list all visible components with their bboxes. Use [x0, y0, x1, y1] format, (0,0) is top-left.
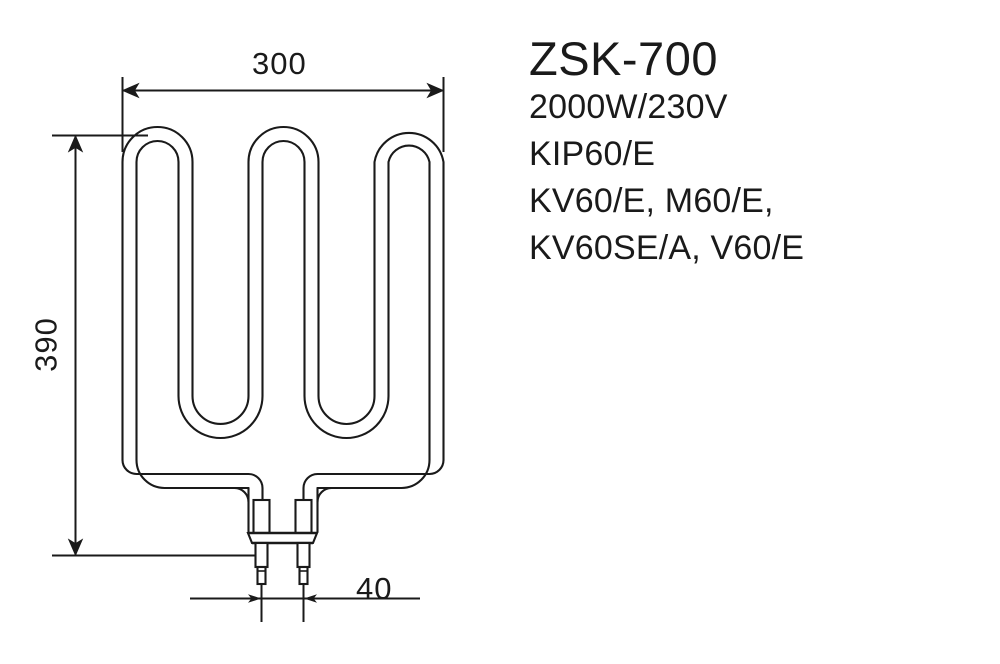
dimension-label-height: 390 — [28, 317, 64, 372]
terminal-flange-plate — [246, 531, 319, 545]
terminal-body-left — [252, 498, 271, 535]
tube-inner-contour-left — [135, 139, 431, 462]
heating-element-tube — [121, 126, 445, 534]
product-compatibility-line-3: KV60SE/A, V60/E — [529, 229, 805, 267]
tube-bottom-outer-right — [302, 458, 445, 534]
terminal-body-right — [294, 498, 313, 535]
product-compatibility-line-2: KV60/E, M60/E, — [529, 182, 774, 220]
tube-leg-fillet-right — [316, 486, 333, 504]
product-spec-block: ZSK-700 2000W/230V KIP60/E KV60/E, M60/E… — [529, 34, 969, 272]
terminal-pin-shaft-right — [296, 541, 311, 569]
terminal-assembly — [246, 498, 319, 586]
tube-bottom-inner-left — [135, 458, 250, 490]
tube-bottom-inner-right — [316, 458, 431, 490]
tube-outer-contour — [121, 126, 445, 462]
tube-leg-fillet-left — [233, 486, 250, 504]
terminal-pin-tip-left — [256, 565, 267, 586]
pitch-arrowhead-right — [304, 594, 317, 603]
terminal-pin-shaft-left — [254, 541, 269, 569]
product-compatibility-line-1: KIP60/E — [529, 135, 656, 173]
dimension-lines — [67, 82, 445, 603]
product-power-voltage: 2000W/230V — [529, 88, 728, 126]
tube-bottom-outer-left — [121, 458, 264, 534]
product-model-title: ZSK-700 — [529, 32, 718, 85]
dimension-label-terminal-pitch: 40 — [356, 571, 393, 606]
terminal-pin-tip-right — [298, 565, 309, 586]
dimension-label-width: 300 — [252, 46, 307, 81]
pitch-arrowhead-left — [248, 594, 261, 603]
